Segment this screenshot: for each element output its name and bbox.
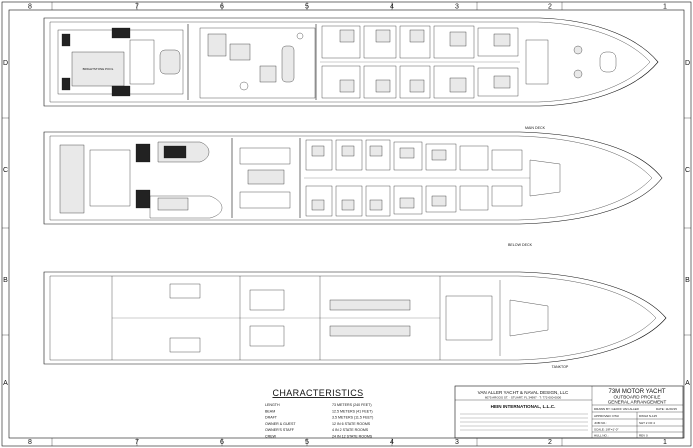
col-label-7: 7	[135, 4, 139, 11]
characteristic-label: DRAFT	[265, 416, 278, 420]
col-label-4: 4	[390, 4, 394, 11]
row-label-C-left: C	[3, 167, 8, 174]
pool	[71, 51, 125, 87]
characteristic-value: 12.5 METERS (41 FEET)	[332, 409, 373, 413]
drawing-date: DATE: 11/20/15	[656, 407, 677, 411]
col-label-7-bottom: 7	[135, 439, 139, 446]
tanktop-plan: TANKTOP	[43, 271, 667, 369]
main-deck-plan: BRIGHTSTONE POOL	[43, 17, 659, 130]
characteristics-table: CHARACTERISTICS LENGTH 73 METERS (240 FEE…	[265, 388, 373, 439]
project-name: 73M MOTOR YACHT	[608, 389, 665, 395]
drawing-title-line1: OUTBOARD PROFILE	[614, 395, 661, 400]
characteristic-label: OWNER & GUEST	[265, 422, 296, 426]
grid-row-labels: D C B A D C B A	[3, 60, 690, 387]
hull-number: HULL NO.:	[594, 434, 609, 438]
characteristic-label: CREW	[265, 435, 277, 439]
col-label-3-bottom: 3	[455, 439, 459, 446]
row-label-D-left: D	[3, 60, 8, 67]
col-label-8-bottom: 8	[28, 439, 32, 446]
row-label-C-right: C	[685, 167, 690, 174]
row-label-A-right: A	[685, 380, 690, 387]
characteristic-value: 12 IN 6 STATE ROOMS	[332, 422, 371, 426]
characteristic-value: 4 IN 2 STATE ROOMS	[332, 428, 369, 432]
col-label-1-bottom: 1	[663, 439, 667, 446]
tanktop-hull-outline	[43, 271, 667, 365]
inner-border	[8, 9, 685, 439]
dwg-number: DWG# N-125	[639, 414, 657, 418]
row-label-B-right: B	[685, 277, 690, 284]
characteristic-label: LENGTH	[265, 403, 280, 407]
col-label-2-bottom: 2	[548, 439, 552, 446]
col-label-5: 5	[305, 4, 309, 11]
col-label-4-bottom: 4	[390, 439, 394, 446]
col-label-6: 6	[220, 4, 224, 11]
row-label-B-left: B	[3, 277, 8, 284]
pool-label: BRIGHTSTONE POOL	[83, 67, 114, 71]
client-name: HEIN INTERNATIONAL, L.L.C.	[491, 404, 556, 409]
characteristic-label: BEAM	[265, 409, 275, 413]
revision: REV 0	[639, 434, 648, 438]
col-label-2: 2	[548, 4, 552, 11]
drawing-title-line2: GENERAL ARRANGEMENT	[608, 400, 667, 405]
col-label-8: 8	[28, 4, 32, 11]
below-deck-hull-outline	[43, 131, 663, 225]
sheet-number: SHT 2 OF 4	[639, 421, 655, 425]
drawing-scale: SCALE: 1/8"=1'-0"	[594, 428, 618, 432]
characteristic-value: 24 IN 12 STATE ROOMS	[332, 435, 373, 439]
main-deck-label: MAIN DECK	[525, 126, 546, 130]
tanktop-label: TANKTOP	[552, 365, 569, 369]
title-block: VAN ALLER YACHT & NAVAL DESIGN, LLC 6075…	[454, 385, 684, 439]
below-deck-label: BELOW DECK	[508, 243, 533, 247]
company-address: 6075 ARGOS ST. · STUART, FL 34997 · T: 7…	[485, 396, 562, 400]
main-deck-hull-outline	[43, 17, 659, 107]
below-deck-plan: BELOW DECK	[43, 131, 663, 247]
characteristics-title: CHARACTERISTICS	[272, 388, 363, 398]
job-number: JOB NO.:	[594, 421, 607, 425]
grid-column-labels-bottom: 8 7 6 5 4 3 2 1	[28, 439, 667, 446]
col-label-5-bottom: 5	[305, 439, 309, 446]
company-name: VAN ALLER YACHT & NAVAL DESIGN, LLC	[478, 390, 569, 395]
approved-by: APPROVED: DTAI	[594, 414, 619, 418]
row-label-D-right: D	[685, 60, 690, 67]
characteristic-value: 3.5 METERS (11.5 FEET)	[332, 416, 373, 420]
col-label-3: 3	[455, 4, 459, 11]
col-label-1: 1	[663, 4, 667, 11]
row-label-A-left: A	[3, 380, 8, 387]
col-label-6-bottom: 6	[220, 439, 224, 446]
grid-column-labels-top: 8 7 6 5 4 3 2 1	[28, 4, 667, 11]
drawn-by: DRAWN BY: GEOFF VAN ALLER	[594, 407, 640, 411]
characteristic-value: 73 METERS (240 FEET)	[332, 403, 372, 407]
characteristic-label: OWNER'S STAFF	[265, 428, 295, 432]
